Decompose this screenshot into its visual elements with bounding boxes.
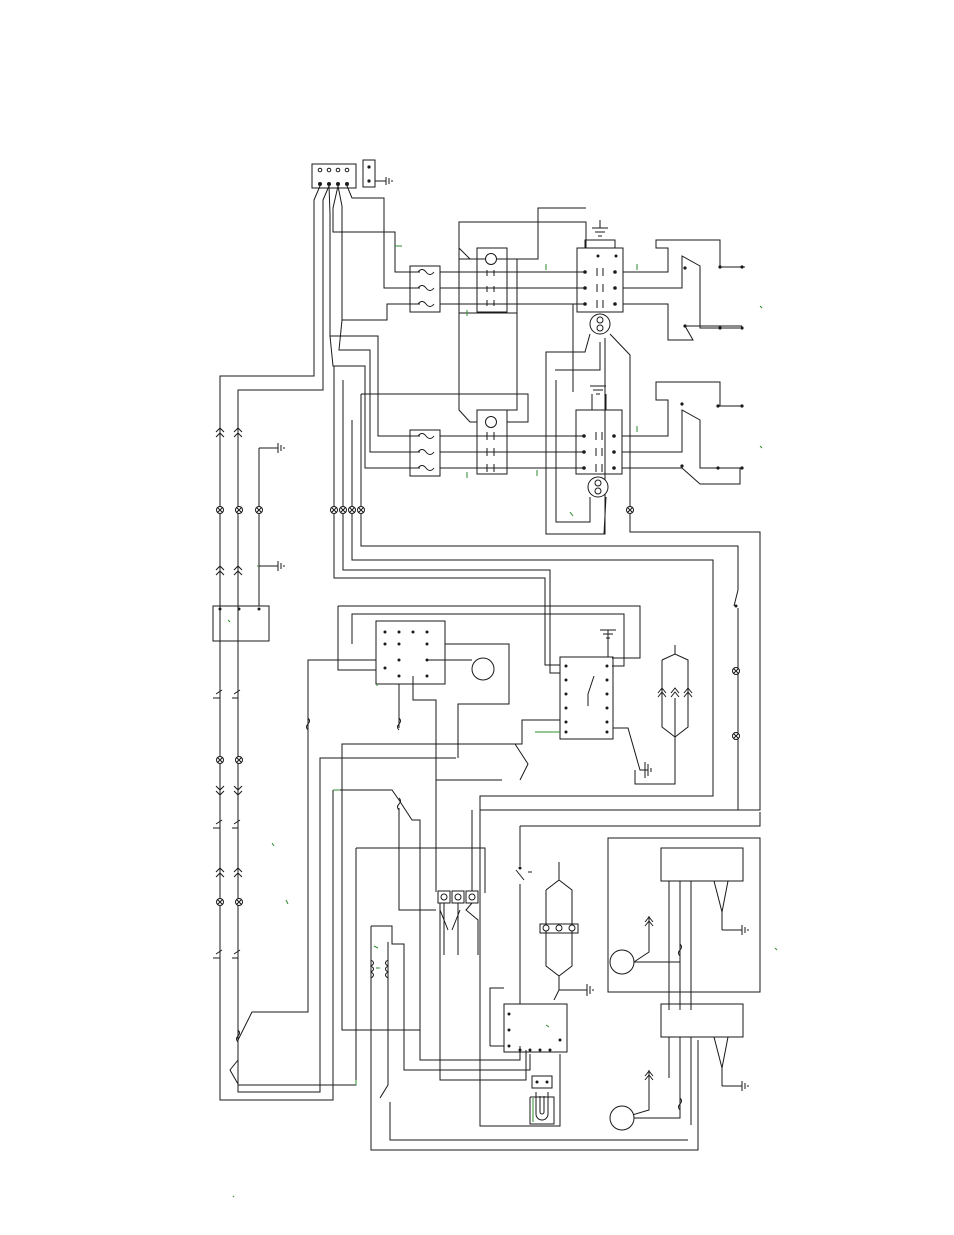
motor-circle-mid (427, 658, 494, 680)
contactor-upper (459, 222, 586, 316)
relay-lower (576, 382, 762, 484)
motor-circle-panel-lower (610, 1106, 680, 1130)
right-lamp-line (733, 590, 740, 810)
fuse-links (307, 718, 521, 1060)
fuse-block-upper (410, 266, 586, 312)
heating-element-upper (635, 645, 692, 784)
heating-element-lower (540, 862, 593, 1000)
limit-switch (516, 812, 760, 1004)
sub-panel-lower (622, 1004, 748, 1125)
fuse-block-lower (410, 430, 585, 476)
terminal-block (312, 164, 356, 188)
lamp-row-mid (331, 366, 739, 868)
control-board (338, 606, 640, 892)
thermostat-u (530, 1076, 554, 1124)
contactor-lower (361, 312, 537, 478)
motor-lower (556, 380, 608, 534)
sub-panel-upper (608, 838, 777, 1010)
ground-terminal (363, 160, 392, 187)
control-module-lower (440, 868, 567, 1126)
